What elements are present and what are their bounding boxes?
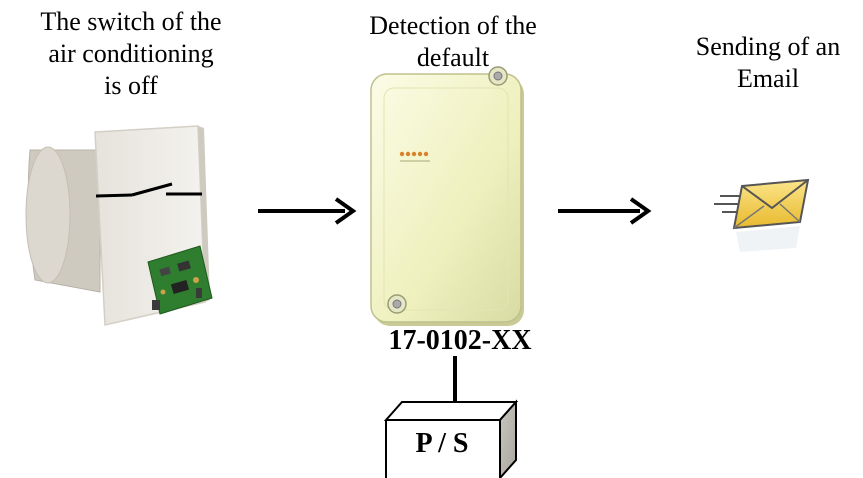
circuit-board-icon [147,245,213,315]
detector-enclosure [370,66,524,326]
label-email-line-1: Sending of an [695,32,841,61]
arrow-switch-to-detector [258,197,357,225]
led-indicators [399,151,430,162]
power-supply-label: P / S [415,428,469,459]
label-detection-line-1: Detection of the [369,11,537,40]
device-code-label: 17-0102-XX [388,325,532,356]
label-detection-line-2: default [416,43,490,72]
label-switch-line-2: air conditioning [48,39,214,68]
label-email-line-2: Email [736,64,800,93]
label-switch-off: The switch of the air conditioning is of… [0,6,262,102]
label-email: Sending of an Email [673,31,863,95]
power-supply-box [383,399,519,478]
label-detection: Detection of the default [338,10,568,74]
arrow-detector-to-email [558,197,652,225]
flying-envelope-icon [714,178,810,252]
label-switch-line-1: The switch of the [40,7,222,36]
wall-switch-image [25,125,213,326]
label-switch-line-3: is off [104,71,158,100]
